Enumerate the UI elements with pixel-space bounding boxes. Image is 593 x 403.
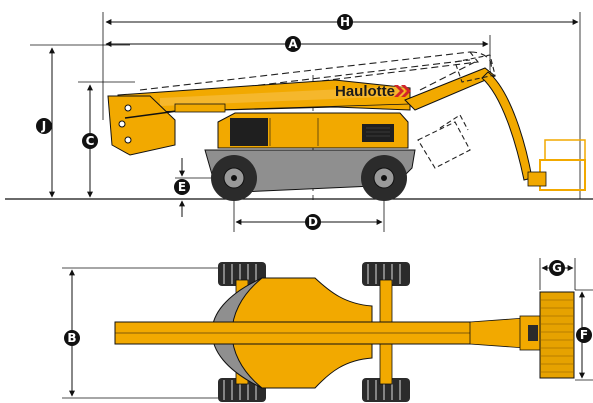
brand-decal: Haulotte xyxy=(335,83,411,100)
svg-text:F: F xyxy=(580,328,588,342)
dimension-label-d: D xyxy=(305,214,321,230)
dimension-label-j: J xyxy=(36,118,52,134)
jib-arm xyxy=(404,67,533,181)
boom-pivot xyxy=(107,95,226,156)
top-view: B G F xyxy=(62,258,593,402)
svg-text:C: C xyxy=(86,134,95,148)
dimension-label-c: C xyxy=(82,133,98,149)
basket-top-icon xyxy=(519,291,575,379)
side-view: Haulotte H xyxy=(5,12,593,232)
svg-text:B: B xyxy=(67,331,76,345)
svg-text:J: J xyxy=(41,119,46,133)
wheel-icon xyxy=(362,378,410,402)
dimension-label-b: B xyxy=(64,330,80,346)
dimension-label-e: E xyxy=(174,179,190,195)
svg-text:D: D xyxy=(308,215,318,229)
wheel-icon xyxy=(361,155,407,201)
turntable xyxy=(217,112,409,149)
basket-icon xyxy=(417,114,471,169)
svg-text:A: A xyxy=(288,37,298,51)
dimension-label-h: H xyxy=(337,14,353,30)
dimension-label-a: A xyxy=(285,36,301,52)
wheel-icon xyxy=(211,155,257,201)
brand-name: Haulotte xyxy=(335,83,395,100)
svg-text:E: E xyxy=(178,180,186,194)
basket-icon xyxy=(527,139,586,191)
svg-text:G: G xyxy=(552,261,562,275)
dimension-label-f: F xyxy=(576,327,592,343)
basket-icon xyxy=(454,54,496,83)
svg-text:H: H xyxy=(340,15,350,29)
brand-chevron-icon xyxy=(394,85,411,97)
dimension-label-g: G xyxy=(549,260,565,276)
